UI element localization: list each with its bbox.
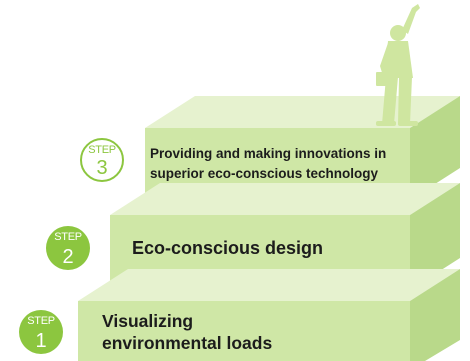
step-3-label-line-2: superior eco-conscious technology — [150, 166, 379, 181]
step-2-badge: STEP 2 — [46, 226, 90, 270]
step-1-badge-number: 1 — [35, 330, 47, 352]
step-1-badge-word: STEP — [27, 315, 55, 327]
step-1-label-line-1: Visualizing — [102, 311, 194, 331]
step-1-top-face — [78, 269, 460, 301]
step-3-label-line-1: Providing and making innovations in — [150, 146, 387, 161]
step-2-badge-word: STEP — [54, 231, 82, 243]
step-2-badge-number: 2 — [62, 246, 74, 268]
step-2-side-face — [410, 183, 460, 290]
step-1-label: Visualizing environmental loads — [102, 310, 272, 354]
step-1-side-face — [410, 269, 460, 361]
step-3-badge: STEP 3 — [80, 138, 124, 182]
step-3-badge-number: 3 — [96, 157, 108, 179]
person-cheering-icon — [376, 4, 420, 126]
step-2-label: Eco-conscious design — [132, 237, 323, 259]
step-2-top-face — [110, 183, 460, 215]
step-1-block — [78, 269, 460, 361]
step-3-top-face — [145, 96, 460, 128]
step-1-label-line-2: environmental loads — [102, 333, 273, 353]
step-1-badge: STEP 1 — [19, 310, 63, 354]
step-3-badge-word: STEP — [88, 144, 116, 156]
step-3-side-face — [410, 96, 460, 200]
step-2-label-line-1: Eco-conscious design — [132, 238, 324, 258]
step-3-label: Providing and making innovations in supe… — [150, 144, 386, 184]
step-1-front-face — [78, 301, 410, 361]
